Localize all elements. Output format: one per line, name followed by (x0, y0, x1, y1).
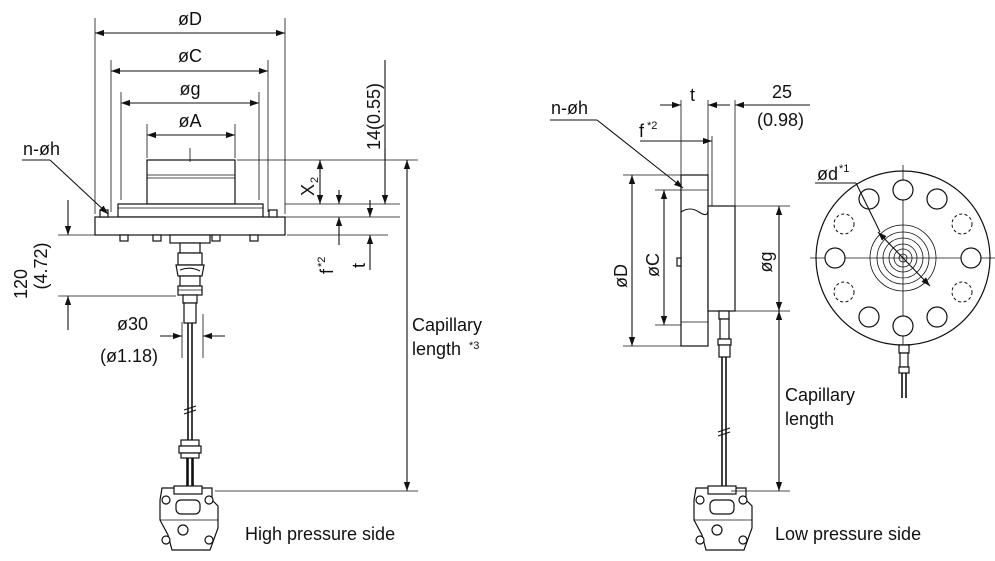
high-side-length-120-label: 120 (11, 269, 31, 299)
low-side-dimension-lines (550, 101, 810, 491)
high-side-labels: øD øC øg øA n-øh 14(0.55) X 2 f *2 t 120… (11, 9, 482, 544)
low-side-diameter-g-label: øg (756, 251, 776, 272)
high-side-capillary (169, 234, 211, 490)
low-side-length-25-label: 25 (772, 82, 792, 102)
high-side-diameter-D-label: øD (178, 9, 202, 29)
high-side-dimension-lines (22, 29, 411, 491)
high-side-diameter-30-label: ø30 (117, 314, 148, 334)
low-side-labels: n-øh t 25 (0.98) f *2 øD øC øg ød *1 Cap… (551, 82, 921, 544)
low-side-diameter-d-label: ød (817, 164, 838, 184)
low-side-flange-body (676, 100, 736, 347)
high-side-caption: High pressure side (245, 524, 395, 544)
low-side-f-sup: *2 (647, 120, 657, 132)
high-side-bolt-holes-label: n-øh (23, 139, 60, 159)
high-side-seal-body (94, 148, 286, 242)
high-side-flange-adapter (159, 485, 219, 551)
low-side-capillary-label-1: Capillary (785, 385, 855, 405)
high-side-x2-label: X 2 (298, 177, 321, 196)
high-side-capillary-label-2: length (412, 339, 461, 359)
high-side-diameter-A-label: øA (178, 111, 201, 131)
low-side-thickness-label: t (690, 85, 695, 105)
low-side-diameter-d-note: *1 (839, 163, 849, 175)
high-side-height-14-label: 14(0.55) (364, 83, 384, 150)
low-side-diameter-D-label: øD (611, 264, 631, 288)
low-side-flange-adapter (693, 485, 753, 551)
low-side-front-view (810, 165, 995, 398)
low-side-diameter-C-label: øC (643, 253, 663, 277)
high-side-extension-lines (58, 18, 418, 492)
low-side-length-25-inch-label: (0.98) (757, 110, 804, 130)
high-side-capillary-note: *3 (469, 340, 479, 352)
low-side-bolt-holes (824, 179, 982, 337)
high-side-capillary-label-1: Capillary (412, 315, 482, 335)
low-side-f-main: f (639, 121, 645, 141)
high-side-x2-main: X (298, 184, 318, 196)
high-side-x2-sub: 2 (309, 177, 321, 183)
low-side-capillary (717, 310, 732, 490)
high-side-length-120-inch-label: (4.72) (31, 242, 51, 289)
high-side-diameter-30-inch-label: (ø1.18) (100, 346, 158, 366)
low-pressure-side-view: n-øh t 25 (0.98) f *2 øD øC øg ød *1 Cap… (550, 82, 995, 551)
high-side-f-label: f *2 (316, 257, 337, 274)
high-side-diameter-C-label: øC (178, 46, 202, 66)
high-pressure-side-view: øD øC øg øA n-øh 14(0.55) X 2 f *2 t 120… (11, 9, 482, 551)
high-side-thickness-label: t (349, 263, 369, 268)
low-side-caption: Low pressure side (775, 524, 921, 544)
low-side-capillary-label-2: length (785, 409, 834, 429)
high-side-f-main: f (317, 268, 337, 274)
high-side-f-sup: *2 (316, 257, 328, 267)
high-side-diameter-g-label: øg (179, 79, 200, 99)
low-side-bolt-holes-label: n-øh (551, 98, 588, 118)
